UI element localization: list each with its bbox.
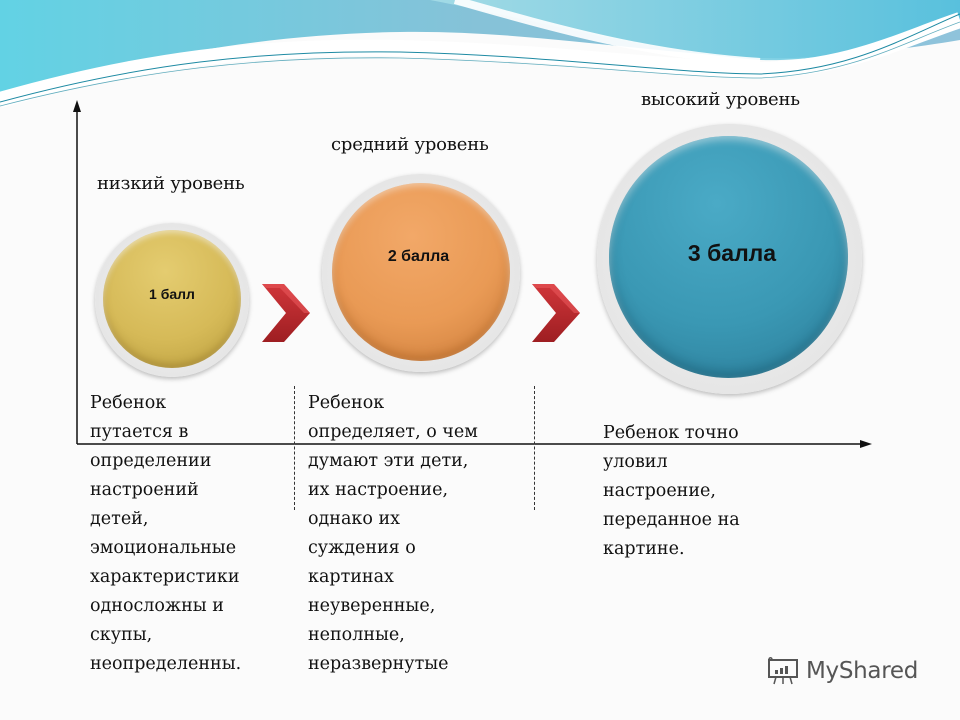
level-title-low: низкий уровень [97, 173, 245, 194]
description-high: Ребенок точно уловил настроение, передан… [603, 423, 740, 559]
description-low: Ребенок путается в определении настроени… [90, 393, 242, 674]
myshared-watermark[interactable]: MyShared [766, 656, 918, 686]
watermark-text: MyShared [806, 658, 919, 684]
separator-line [534, 386, 535, 510]
level-title-high: высокий уровень [641, 89, 800, 110]
description-medium: Ребенок определяет, о чем думают эти дет… [308, 393, 478, 674]
separator-line [294, 386, 295, 510]
chevron-arrow-icon [262, 284, 310, 342]
presentation-board-icon [768, 657, 798, 685]
score-circle-low: 1 балл [95, 223, 249, 377]
score-label-medium: 2 балла [387, 248, 450, 265]
chevron-arrow-icon [532, 284, 580, 342]
score-label-low: 1 балл [149, 286, 195, 302]
score-label-high: 3 балла [687, 240, 777, 266]
score-circle-high: 3 балла [597, 124, 862, 394]
wave-header-decoration [0, 0, 960, 108]
score-circle-medium: 2 балла [322, 174, 520, 372]
level-title-medium: средний уровень [331, 134, 489, 155]
